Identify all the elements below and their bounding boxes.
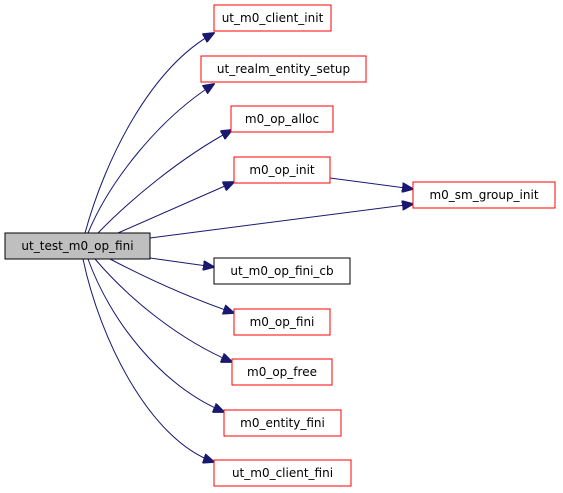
edge-root-to-m0-op-free — [94, 258, 232, 362]
node-label: m0_op_free — [247, 365, 317, 379]
node-m0-op-init[interactable]: m0_op_init — [233, 156, 331, 184]
edge-root-to-ut-realm-entity-setup — [87, 84, 214, 234]
node-m0-op-alloc[interactable]: m0_op_alloc — [230, 105, 334, 133]
edge-root-to-m0-entity-fini — [87, 258, 224, 412]
node-label: ut_m0_client_fini — [232, 466, 333, 480]
node-label: m0_entity_fini — [240, 416, 325, 430]
node-ut-test-m0-op-fini[interactable]: ut_test_m0_op_fini — [4, 232, 151, 260]
edges — [82, 33, 413, 462]
node-label: m0_op_init — [249, 163, 315, 177]
edge-m0-op-init-to-m0-sm-group-init — [329, 177, 413, 189]
edge-root-to-ut-m0-op-fini-cb — [149, 257, 214, 267]
node-label: m0_op_alloc — [245, 112, 319, 126]
node-m0-sm-group-init[interactable]: m0_sm_group_init — [412, 181, 556, 209]
node-label: m0_sm_group_init — [429, 188, 538, 202]
node-ut-m0-client-fini[interactable]: ut_m0_client_fini — [213, 459, 352, 487]
node-ut-m0-client-init[interactable]: ut_m0_client_init — [213, 4, 332, 32]
node-m0-op-fini[interactable]: m0_op_fini — [233, 308, 331, 336]
edge-root-to-m0-op-fini — [109, 258, 234, 313]
node-label: m0_op_fini — [250, 315, 315, 329]
node-label: ut_test_m0_op_fini — [21, 239, 133, 253]
node-ut-realm-entity-setup[interactable]: ut_realm_entity_setup — [200, 55, 367, 83]
node-ut-m0-op-fini-cb[interactable]: ut_m0_op_fini_cb — [213, 257, 351, 285]
edge-root-to-m0-op-init — [117, 182, 234, 234]
node-label: ut_m0_client_init — [222, 11, 324, 25]
node-label: ut_m0_op_fini_cb — [230, 264, 333, 278]
edge-root-to-ut-m0-client-init — [84, 33, 214, 234]
node-m0-op-free[interactable]: m0_op_free — [231, 358, 333, 386]
node-m0-entity-fini[interactable]: m0_entity_fini — [223, 409, 342, 437]
node-label: ut_realm_entity_setup — [217, 62, 350, 76]
edge-root-to-m0-op-alloc — [97, 130, 232, 234]
edge-root-to-ut-m0-client-fini — [82, 258, 214, 462]
edge-root-to-m0-sm-group-init — [149, 204, 413, 239]
